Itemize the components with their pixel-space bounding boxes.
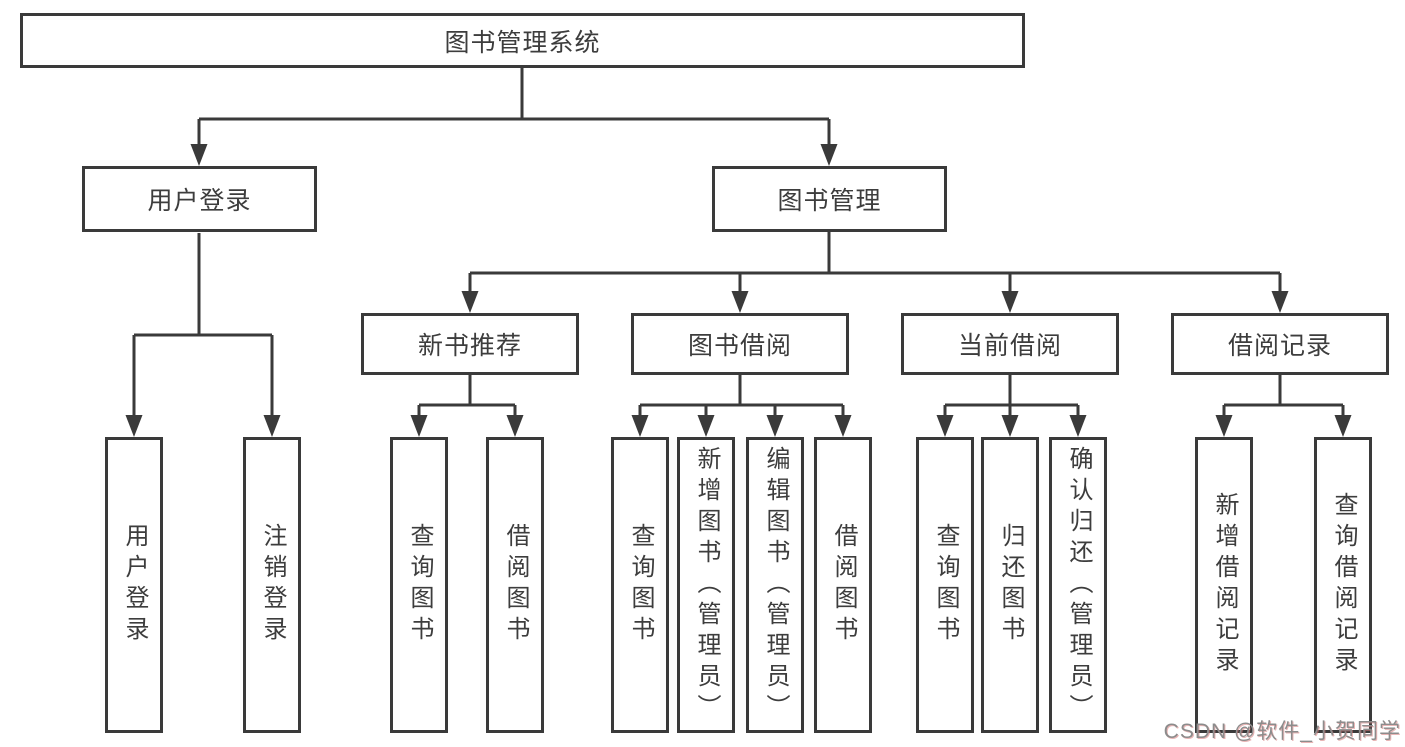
node-query-borrow-record: 查询借阅记录 (1314, 437, 1372, 733)
node-book-management: 图书管理 (712, 166, 947, 232)
node-add-book-admin: 新增图书（管理员） (677, 437, 735, 733)
node-current-borrow: 当前借阅 (901, 313, 1119, 375)
node-borrow-books-leaf: 借阅图书 (814, 437, 872, 733)
node-edit-book-admin: 编辑图书（管理员） (746, 437, 804, 733)
node-query-books-current: 查询图书 (916, 437, 974, 733)
node-confirm-return-admin: 确认归还（管理员） (1049, 437, 1107, 733)
node-user-login: 用户登录 (82, 166, 317, 232)
node-add-borrow-record: 新增借阅记录 (1195, 437, 1253, 733)
node-borrow-books-recommend: 借阅图书 (486, 437, 544, 733)
node-query-books-recommend: 查询图书 (390, 437, 448, 733)
node-new-book-recommend: 新书推荐 (361, 313, 579, 375)
node-borrow-records: 借阅记录 (1171, 313, 1389, 375)
node-return-books: 归还图书 (981, 437, 1039, 733)
csdn-watermark: CSDN @软件_小贺同学 (1163, 720, 1401, 743)
node-book-borrow: 图书借阅 (631, 313, 849, 375)
node-logout-leaf: 注销登录 (243, 437, 301, 733)
node-query-books-borrow: 查询图书 (611, 437, 669, 733)
node-user-login-leaf: 用户登录 (105, 437, 163, 733)
node-library-system: 图书管理系统 (20, 13, 1025, 68)
